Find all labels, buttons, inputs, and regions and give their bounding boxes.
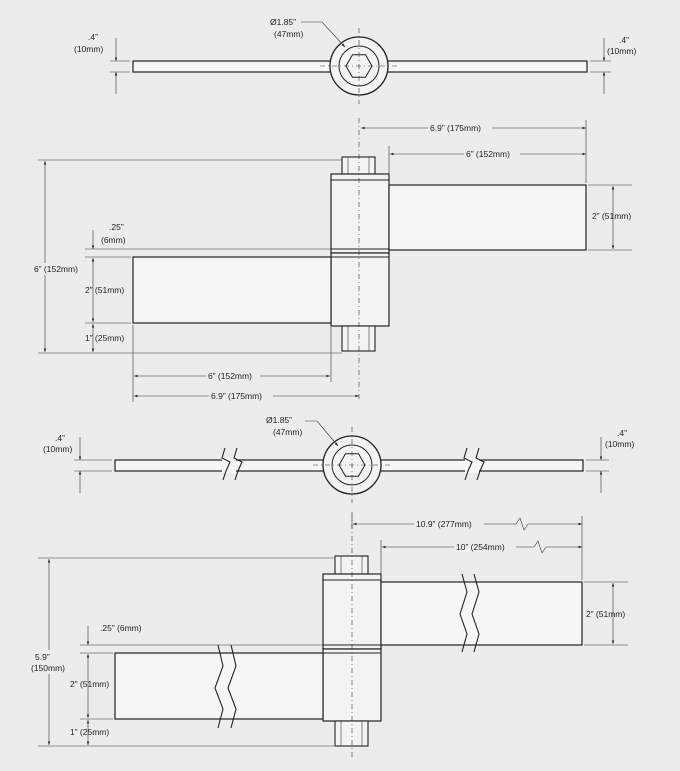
overall-height-label: 6” (152mm): [34, 264, 78, 274]
bolt-head-top-long: [334, 555, 369, 575]
front-view-short: 6.9” (175mm) 6” (152mm) 2” (51mm) 6” (15…: [28, 118, 632, 402]
left-thickness-mm-long: (10mm): [43, 444, 72, 454]
leaf-width-label-long: 10” (254mm): [456, 542, 505, 552]
leaf-height-label: 2” (51mm): [592, 211, 631, 221]
right-thickness-in-long: .4”: [617, 428, 627, 438]
front-view-long: 10.9” (277mm) 10” (254mm) 2” (51mm) 5.9”…: [30, 512, 628, 760]
bolt-head-top: [341, 156, 376, 175]
total-width-label: 6.9” (175mm): [430, 123, 481, 133]
upper-knuckle: [330, 173, 390, 254]
gap-label-long: .25” (6mm): [100, 623, 142, 633]
overall-height-label-in: 5.9”: [35, 652, 50, 662]
top-view-short: Ø1.85” (47mm) .4” (10mm) .4” (10mm): [74, 17, 636, 104]
lower-leaf: [132, 256, 332, 324]
bolt-nut-bottom-long: [334, 720, 369, 747]
gap-label-mm: (6mm): [101, 235, 126, 245]
total-width-label-long: 10.9” (277mm): [416, 519, 472, 529]
diameter-label-in-long: Ø1.85”: [266, 415, 292, 425]
bottom-offset-label: 1” (25mm): [85, 333, 124, 343]
upper-leaf: [388, 184, 587, 251]
lower-knuckle: [330, 252, 390, 327]
diameter-label-in: Ø1.85”: [270, 17, 296, 27]
leaf-width-label: 6” (152mm): [466, 149, 510, 159]
diameter-label-mm-long: (47mm): [273, 427, 302, 437]
right-thickness-in: .4”: [619, 35, 629, 45]
leaf-height-label-long: 2” (51mm): [586, 609, 625, 619]
diameter-leader: [301, 21, 346, 48]
bottom-offset-label-long: 1” (25mm): [70, 727, 109, 737]
right-thickness-mm-long: (10mm): [605, 439, 634, 449]
top-view-long: Ø1.85” (47mm) .4” (10mm) .4” (10mm): [43, 415, 634, 503]
upper-leaf-long: [380, 581, 583, 646]
diameter-label-mm: (47mm): [274, 29, 303, 39]
bottom-total-width-label: 6.9” (175mm): [211, 391, 262, 401]
gap-label-in: .25”: [109, 222, 124, 232]
left-thickness-in: .4”: [88, 32, 98, 42]
left-thickness-mm: (10mm): [74, 44, 103, 54]
bolt-nut-bottom: [341, 325, 376, 352]
bottom-leaf-width-label: 6” (152mm): [208, 371, 252, 381]
left-thickness-in-long: .4”: [55, 433, 65, 443]
right-thickness-mm: (10mm): [607, 46, 636, 56]
lower-leaf-height-label-long: 2” (51mm): [70, 679, 109, 689]
lower-leaf-height-label: 2” (51mm): [85, 285, 124, 295]
overall-height-label-mm: (150mm): [31, 663, 65, 673]
